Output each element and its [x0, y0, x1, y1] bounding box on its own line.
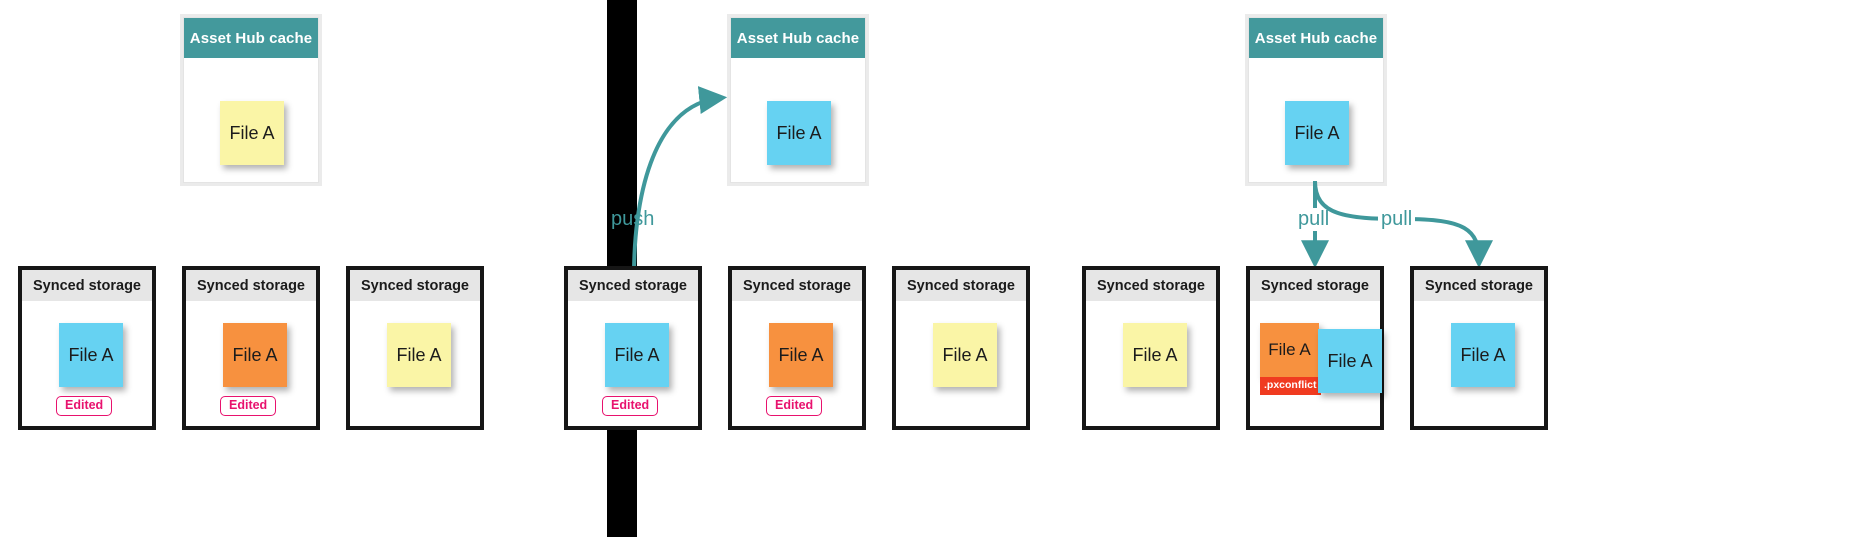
note-label: File A: [1132, 344, 1178, 365]
note-label: File A: [778, 344, 824, 365]
sticky-note-file-a[interactable]: File A: [387, 323, 451, 387]
sticky-note-file-a[interactable]: File A: [1285, 101, 1349, 165]
cache-body-2: File A: [731, 58, 865, 182]
synced-storage-3-2[interactable]: Synced storage File A .pxconflict File A: [1246, 266, 1384, 430]
note-label: File A: [1268, 340, 1311, 359]
store-title-3-3: Synced storage: [1414, 270, 1544, 301]
note-label: File A: [396, 344, 442, 365]
synced-storage-1-3[interactable]: Synced storage File A: [346, 266, 484, 430]
note-label: File A: [229, 122, 275, 143]
store-body-2-1: File A Edited: [568, 301, 698, 426]
pull-arrow-label-2: pull: [1378, 208, 1416, 231]
note-label: File A: [614, 344, 660, 365]
pull-arrow-label-1: pull: [1296, 208, 1332, 231]
store-title-1-1: Synced storage: [22, 270, 152, 301]
synced-storage-1-1[interactable]: Synced storage File A Edited: [18, 266, 156, 430]
cache-title-1: Asset Hub cache: [184, 18, 318, 58]
sticky-note-file-a[interactable]: File A: [59, 323, 123, 387]
store-body-1-2: File A Edited: [186, 301, 316, 426]
note-label: File A: [1294, 122, 1340, 143]
status-badge-edited: Edited: [220, 396, 277, 416]
cache-body-1: File A: [184, 58, 318, 182]
synced-storage-3-3[interactable]: Synced storage File A: [1410, 266, 1548, 430]
store-body-2-3: File A: [896, 301, 1026, 426]
cache-body-3: File A: [1249, 58, 1383, 182]
store-title-3-1: Synced storage: [1086, 270, 1216, 301]
note-label: File A: [1460, 344, 1506, 365]
status-badge-pxconflict: .pxconflict: [1260, 377, 1321, 395]
note-label: File A: [1327, 350, 1373, 371]
sticky-note-file-a[interactable]: File A: [767, 101, 831, 165]
sticky-note-file-a[interactable]: File A: [605, 323, 669, 387]
synced-storage-3-1[interactable]: Synced storage File A: [1082, 266, 1220, 430]
synced-storage-2-1[interactable]: Synced storage File A Edited: [564, 266, 702, 430]
sticky-note-file-a-conflict[interactable]: File A: [1260, 323, 1319, 377]
store-body-3-2: File A .pxconflict File A: [1250, 301, 1382, 426]
cache-title-2: Asset Hub cache: [731, 18, 865, 58]
synced-storage-2-2[interactable]: Synced storage File A Edited: [728, 266, 866, 430]
store-body-3-3: File A: [1414, 301, 1544, 426]
note-label: File A: [68, 344, 114, 365]
status-badge-edited: Edited: [766, 396, 823, 416]
store-title-3-2: Synced storage: [1250, 270, 1380, 301]
sticky-note-file-a[interactable]: File A: [1451, 323, 1515, 387]
store-body-2-2: File A Edited: [732, 301, 862, 426]
asset-hub-cache-2[interactable]: Asset Hub cache File A: [730, 17, 866, 183]
sticky-note-file-a[interactable]: File A: [220, 101, 284, 165]
note-label: File A: [776, 122, 822, 143]
push-arrow-label: push: [611, 208, 655, 230]
sticky-note-file-a[interactable]: File A: [1123, 323, 1187, 387]
store-body-1-1: File A Edited: [22, 301, 152, 426]
note-label: File A: [942, 344, 988, 365]
store-body-3-1: File A: [1086, 301, 1216, 426]
store-title-2-3: Synced storage: [896, 270, 1026, 301]
store-title-1-2: Synced storage: [186, 270, 316, 301]
store-title-2-2: Synced storage: [732, 270, 862, 301]
status-badge-edited: Edited: [602, 396, 659, 416]
note-label: File A: [232, 344, 278, 365]
asset-hub-cache-3[interactable]: Asset Hub cache File A: [1248, 17, 1384, 183]
asset-hub-cache-1[interactable]: Asset Hub cache File A: [183, 17, 319, 183]
store-title-1-3: Synced storage: [350, 270, 480, 301]
sticky-note-file-a[interactable]: File A: [223, 323, 287, 387]
sticky-note-file-a[interactable]: File A: [1318, 329, 1382, 393]
store-body-1-3: File A: [350, 301, 480, 426]
sticky-note-file-a[interactable]: File A: [933, 323, 997, 387]
status-badge-edited: Edited: [56, 396, 113, 416]
store-title-2-1: Synced storage: [568, 270, 698, 301]
synced-storage-1-2[interactable]: Synced storage File A Edited: [182, 266, 320, 430]
sticky-note-file-a[interactable]: File A: [769, 323, 833, 387]
cache-title-3: Asset Hub cache: [1249, 18, 1383, 58]
synced-storage-2-3[interactable]: Synced storage File A: [892, 266, 1030, 430]
